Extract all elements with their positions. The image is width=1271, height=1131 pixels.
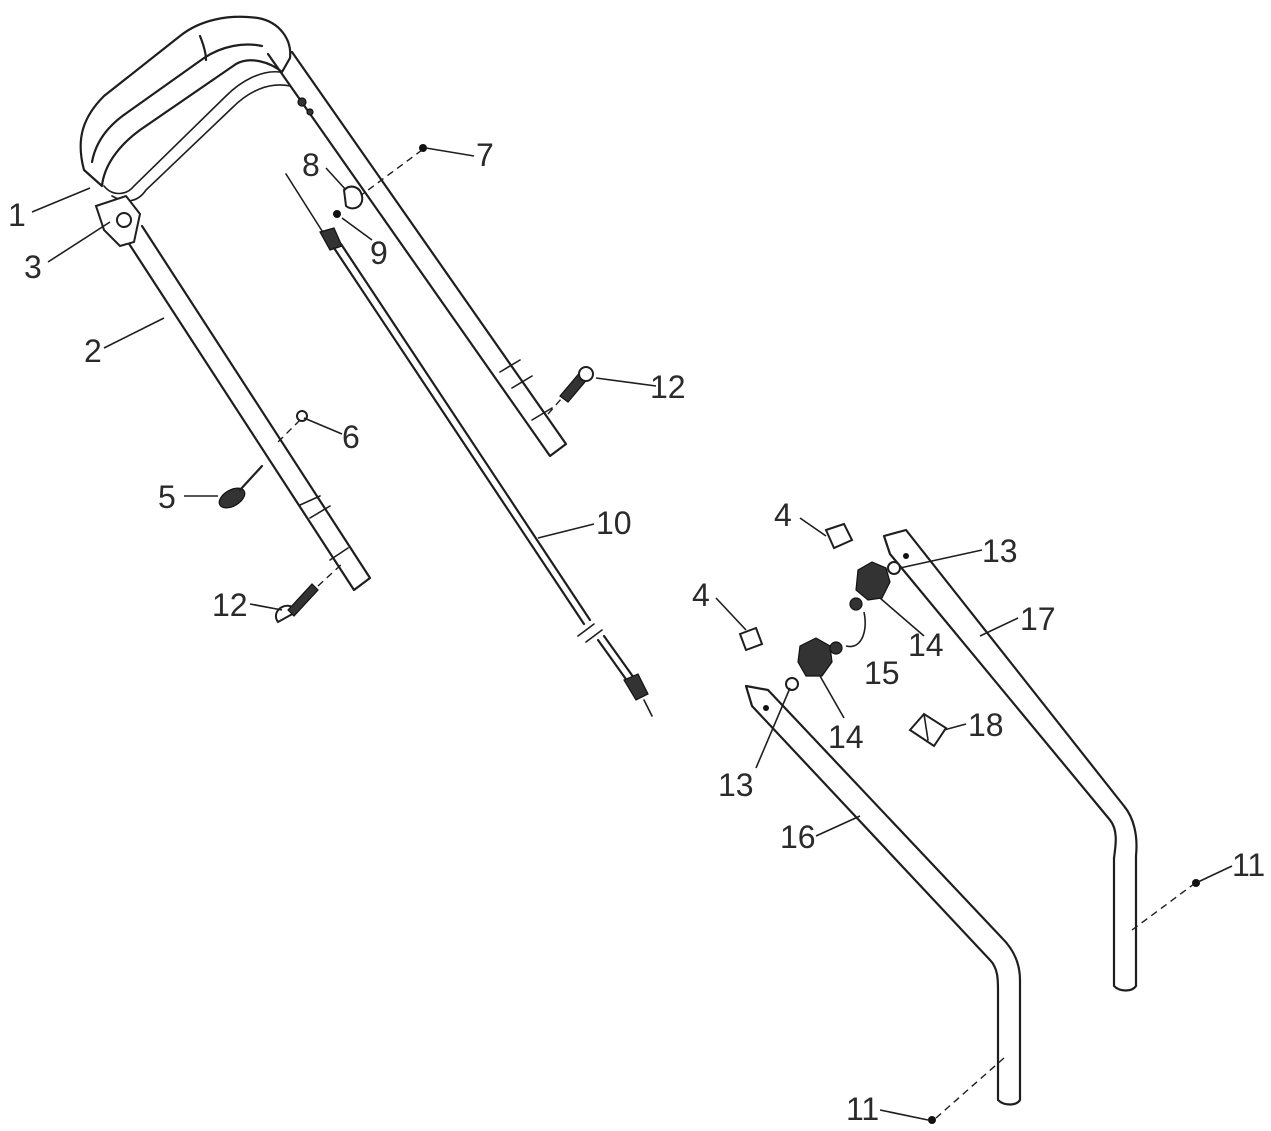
- lower-handle-right-tube-17: [882, 528, 1138, 992]
- pin-11-left: [928, 1057, 1005, 1124]
- hardware-7-8-9: [297, 97, 427, 218]
- label-part-17: 17: [1020, 601, 1056, 637]
- leader-lines: [31, 147, 1233, 1121]
- label-part-11-left: 11: [846, 1091, 879, 1127]
- label-part-8: 8: [302, 147, 320, 183]
- label-part-4-lower: 4: [692, 577, 710, 613]
- label-part-12-upper: 12: [650, 369, 686, 405]
- label-part-4-upper: 4: [774, 497, 792, 533]
- control-cable: [285, 173, 653, 717]
- label-part-2: 2: [84, 333, 102, 369]
- label-part-7: 7: [476, 137, 494, 173]
- bolt-12-right: [547, 366, 594, 415]
- cap-4-upper: [824, 522, 854, 550]
- label-part-15: 15: [864, 655, 900, 691]
- upper-handle-right-tube: [266, 50, 568, 458]
- bail-bracket: [94, 194, 142, 248]
- upper-handle-grip: [79, 15, 292, 202]
- label-part-10: 10: [596, 505, 632, 541]
- pin-11-right: [1131, 879, 1200, 931]
- label-part-3: 3: [24, 249, 42, 285]
- upper-handle-left-tube: [122, 224, 372, 592]
- label-part-6: 6: [342, 419, 360, 455]
- label-part-5: 5: [158, 479, 176, 515]
- label-part-9: 9: [370, 235, 388, 271]
- label-part-14-lower: 14: [828, 719, 864, 755]
- label-part-16: 16: [780, 819, 816, 855]
- label-part-14-upper: 14: [908, 627, 944, 663]
- cap-4-lower: [738, 626, 764, 652]
- knob-14-lower: [785, 637, 843, 691]
- label-part-11-right: 11: [1232, 847, 1265, 883]
- label-part-13-lower: 13: [718, 767, 754, 803]
- knob-14-upper: [849, 561, 901, 611]
- clip-18: [908, 712, 948, 748]
- bolt-12-left: [274, 561, 345, 624]
- label-part-18: 18: [968, 707, 1004, 743]
- callout-labels: 1 3 2 5 6 7 8 9 10 12 12 4 4 13 13 14 14…: [8, 137, 1265, 1127]
- label-part-13-upper: 13: [982, 533, 1018, 569]
- label-part-1: 1: [8, 197, 26, 233]
- lower-handle-left-tube-16: [744, 684, 1022, 1106]
- label-part-12-lower: 12: [212, 587, 248, 623]
